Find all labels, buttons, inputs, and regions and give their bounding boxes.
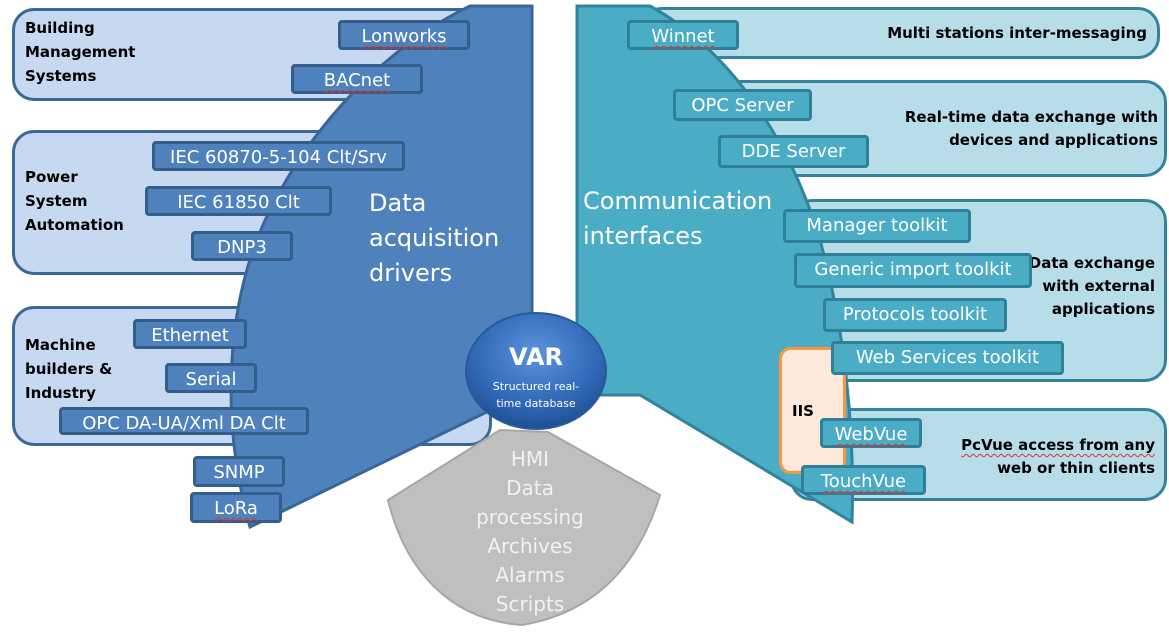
- group-label-machine-builders: Machine builders & Industry: [25, 336, 113, 402]
- core-function-hmi: HMI: [510, 447, 550, 471]
- driver-chip-opc-client[interactable]: OPC DA-UA/Xml DA Clt: [59, 407, 309, 435]
- interface-chip-dde-server[interactable]: DDE Server: [718, 135, 869, 168]
- driver-chip-bacnet[interactable]: BACnet: [291, 64, 423, 94]
- interface-chip-protocols-toolkit[interactable]: Protocols toolkit: [823, 298, 1007, 332]
- group-label-web-clients: PcVue access from any web or thin client…: [961, 436, 1155, 477]
- var-ellipse: [465, 312, 607, 430]
- interface-chip-webvue[interactable]: WebVue: [820, 418, 922, 448]
- var-subtitle: Structured real- time database: [492, 380, 580, 410]
- interface-chip-manager-toolkit[interactable]: Manager toolkit: [783, 209, 971, 243]
- var-title: VAR: [509, 343, 563, 371]
- acquisition-title: Data acquisition drivers: [369, 189, 500, 287]
- core-function-processing: processing: [476, 505, 584, 529]
- group-label-realtime-exchange: Real-time data exchange with devices and…: [904, 108, 1158, 149]
- core-function-scripts: Scripts: [495, 592, 565, 616]
- driver-chip-lonworks[interactable]: Lonworks: [338, 20, 470, 50]
- interface-chip-web-services-toolkit[interactable]: Web Services toolkit: [831, 341, 1064, 375]
- core-function-archives: Archives: [487, 534, 573, 558]
- interface-chip-generic-import-toolkit[interactable]: Generic import toolkit: [794, 253, 1032, 288]
- driver-chip-lora[interactable]: LoRa: [190, 492, 282, 523]
- core-function-data: Data: [506, 476, 554, 500]
- group-label-multi-stations: Multi stations inter-messaging: [887, 24, 1147, 42]
- core-function-alarms: Alarms: [495, 563, 565, 587]
- iis-label: IIS: [792, 402, 814, 420]
- driver-chip-ethernet[interactable]: Ethernet: [133, 319, 247, 349]
- group-label-power-system: Power System Automation: [25, 168, 124, 234]
- core-sector: [386, 428, 662, 627]
- interface-chip-touchvue[interactable]: TouchVue: [801, 465, 926, 495]
- communication-title: Communication interfaces: [583, 187, 773, 250]
- driver-chip-iec-60870[interactable]: IEC 60870-5-104 Clt/Srv: [152, 141, 405, 171]
- driver-chip-snmp[interactable]: SNMP: [193, 456, 285, 487]
- driver-chip-iec-61850[interactable]: IEC 61850 Clt: [145, 186, 332, 216]
- interface-chip-opc-server[interactable]: OPC Server: [673, 89, 812, 121]
- driver-chip-dnp3[interactable]: DNP3: [191, 231, 293, 261]
- interface-chip-winnet[interactable]: Winnet: [627, 20, 739, 50]
- core-function-list: HMI Data processing Archives Alarms Scri…: [430, 445, 630, 619]
- driver-chip-serial[interactable]: Serial: [165, 363, 257, 393]
- group-label-external-apps: Data exchange with external applications: [1028, 254, 1155, 318]
- group-label-building-management: Building Management Systems: [25, 19, 136, 85]
